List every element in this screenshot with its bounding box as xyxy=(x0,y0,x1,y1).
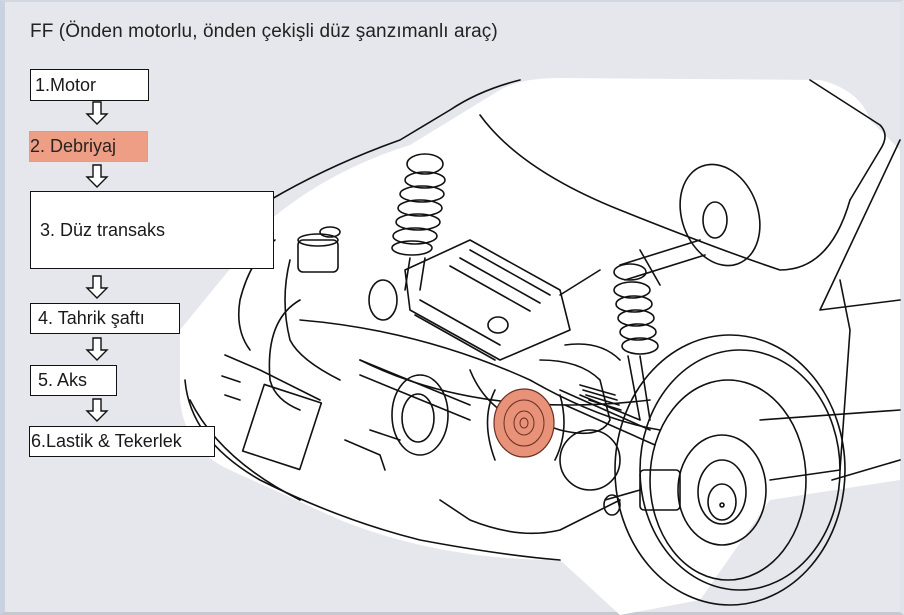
down-arrow-icon xyxy=(85,164,109,188)
flow-step-label: 1.Motor xyxy=(35,74,97,95)
body-right xyxy=(759,409,901,421)
down-arrow-icon xyxy=(85,398,109,422)
flow-step-tire-wheel: 6.Lastik & Tekerlek xyxy=(29,426,215,457)
left-wheel-arch xyxy=(284,259,341,381)
steering-column xyxy=(619,239,706,286)
flow-step-motor: 1.Motor xyxy=(30,69,149,101)
exhaust-pipe xyxy=(439,499,621,535)
a-pillar xyxy=(819,139,901,311)
flow-step-label: 4. Tahrik şaftı xyxy=(38,308,145,328)
down-arrow-icon xyxy=(85,337,109,361)
flow-step-label: 6.Lastik & Tekerlek xyxy=(31,431,182,451)
left-strut xyxy=(391,153,446,291)
cowl-line xyxy=(479,114,851,271)
flow-step-clutch: 2. Debriyaj xyxy=(29,131,148,162)
fender-right xyxy=(769,279,851,481)
transaxle xyxy=(469,343,621,491)
headlight xyxy=(268,299,301,411)
clutch-highlight xyxy=(493,388,555,458)
license-plate xyxy=(241,383,323,471)
flow-step-transaxle: 3. Düz transaks xyxy=(30,191,274,269)
fender-line xyxy=(831,459,901,481)
down-arrow-icon xyxy=(85,275,109,299)
flow-step-label: 5. Aks xyxy=(38,370,88,390)
brake-caliper xyxy=(603,469,681,516)
control-cable xyxy=(299,319,661,431)
bumper-lower xyxy=(189,399,301,501)
steering-wheel xyxy=(679,163,761,267)
bumper-grille xyxy=(224,354,321,401)
flow-step-axle: 5. Aks xyxy=(30,365,117,396)
hood-line xyxy=(269,79,521,201)
reservoir xyxy=(297,226,341,273)
drive-shaft xyxy=(559,389,656,446)
rack-boot xyxy=(579,384,622,411)
flow-step-label: 2. Debriyaj xyxy=(30,136,117,156)
windshield-top xyxy=(809,79,886,201)
diagram-title: FF (Önden motorlu, önden çekişli düz şan… xyxy=(30,21,498,42)
flow-step-label: 3. Düz transaks xyxy=(40,219,166,240)
car-body xyxy=(180,78,900,615)
engine-block xyxy=(368,239,601,361)
engine-mount xyxy=(344,429,401,471)
down-arrow-icon xyxy=(85,101,109,125)
fog-light-slot xyxy=(221,375,241,401)
front-wheel xyxy=(614,334,846,606)
flow-step-drive-shaft: 4. Tahrik şaftı xyxy=(30,303,180,334)
alternator xyxy=(391,374,449,456)
right-strut xyxy=(613,263,659,421)
bell-housing xyxy=(486,389,565,461)
